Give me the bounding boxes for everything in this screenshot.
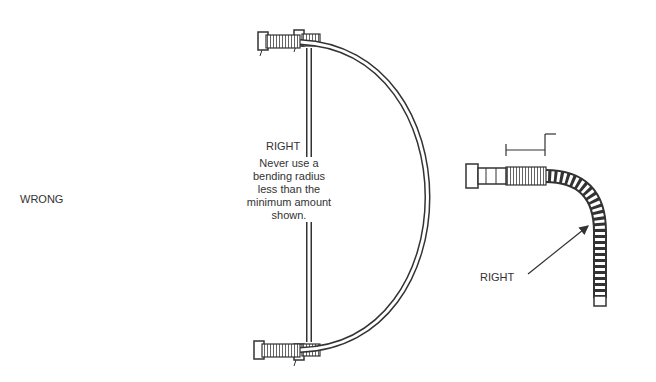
note-text: Never use a bending radius less than the…: [243, 157, 335, 222]
status-label: RIGHT: [266, 140, 300, 153]
right-hose-bend: [466, 134, 606, 306]
status-label: WRONG: [20, 193, 63, 206]
status-label: RIGHT: [480, 271, 514, 284]
